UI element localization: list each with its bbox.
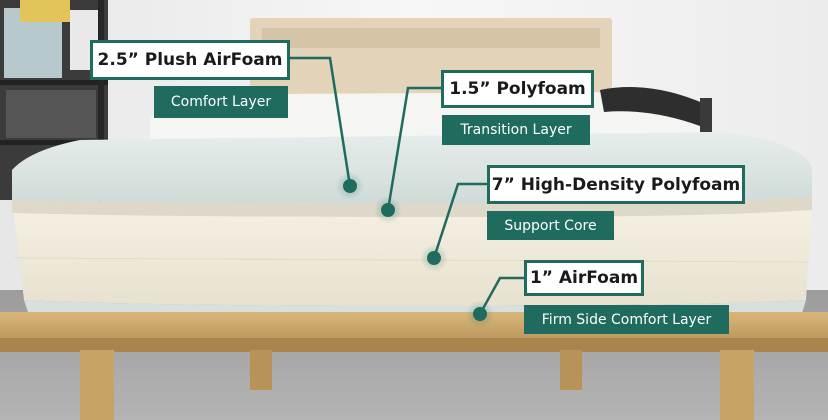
leader-line-comfort (290, 56, 352, 187)
marker-dot-support (427, 251, 441, 265)
layer-subtitle-support: Support Core (487, 211, 614, 240)
layer-subtitle-firm: Firm Side Comfort Layer (524, 305, 729, 334)
leader-line-transition (386, 86, 441, 211)
marker-dot-comfort (343, 179, 357, 193)
layer-subtitle-transition: Transition Layer (442, 115, 590, 145)
layer-subtitle-comfort: Comfort Layer (154, 86, 288, 118)
layer-markers (336, 172, 494, 328)
layer-title-comfort: 2.5” Plush AirFoam (90, 40, 290, 80)
layer-title-firm: 1” AirFoam (524, 260, 644, 296)
marker-dot-firm (473, 307, 487, 321)
layer-title-transition: 1.5” Polyfoam (441, 70, 594, 108)
leader-line-support (432, 182, 487, 259)
layer-title-support: 7” High-Density Polyfoam (487, 165, 745, 204)
marker-dot-transition (381, 203, 395, 217)
mattress-support-core (14, 210, 812, 306)
dark-pillow (600, 87, 705, 126)
